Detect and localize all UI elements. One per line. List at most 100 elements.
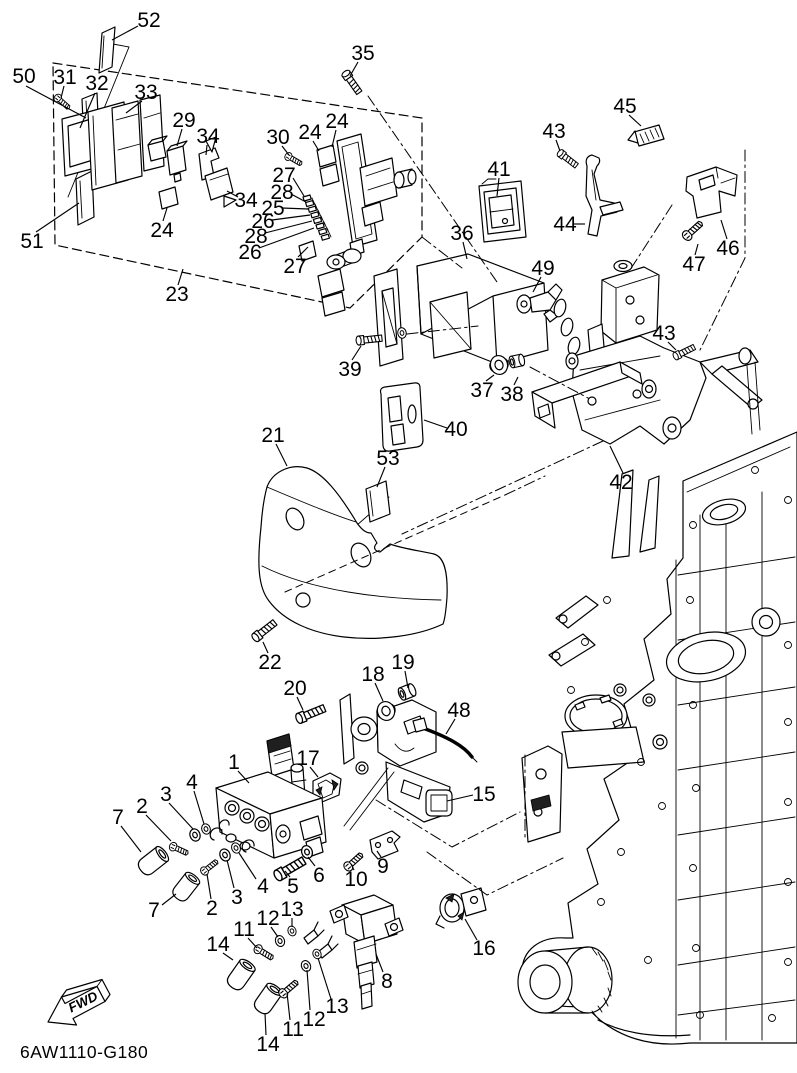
part-34-bracket-b — [204, 167, 237, 208]
part-45-connector — [627, 124, 665, 147]
leader-line-24 — [162, 207, 168, 222]
part-number-label-11: 11 — [282, 1018, 304, 1041]
part-number-label-3: 3 — [231, 886, 243, 909]
part-42-damper-bar — [531, 361, 643, 429]
part-number-label-43: 43 — [542, 120, 565, 143]
part-12-washer-1 — [273, 933, 287, 949]
part-number-label-27: 27 — [272, 164, 295, 187]
leader-line-7 — [161, 893, 177, 906]
part-number-label-41: 41 — [487, 158, 510, 181]
leader-line-26 — [271, 214, 311, 221]
leader-line-13 — [317, 957, 332, 1000]
part-number-label-12: 12 — [256, 907, 279, 930]
part-number-label-13: 13 — [325, 995, 348, 1018]
part-3-washer-2 — [217, 846, 233, 864]
part-number-label-28: 28 — [244, 225, 267, 248]
part-41-switch-panel — [478, 178, 527, 243]
leader-line-1 — [237, 770, 250, 784]
part-8-ignition-coil — [329, 894, 404, 1010]
leader-line-16 — [464, 918, 478, 941]
part-number-label-7: 7 — [148, 899, 160, 922]
leader-line-43 — [667, 341, 677, 351]
part-number-label-6: 6 — [313, 864, 325, 887]
part-number-label-35: 35 — [351, 42, 374, 65]
leader-line-47 — [694, 243, 699, 256]
leader-line-4 — [193, 790, 205, 825]
oil-filter — [517, 946, 613, 1017]
leader-line-27 — [292, 177, 305, 197]
part-24-relay-d — [319, 163, 340, 187]
engine-bolt-holes — [567, 466, 792, 1022]
part-11-screw-2 — [276, 977, 302, 1001]
drawing-code: 6AW1110-G180 — [20, 1042, 148, 1062]
leader-line-11 — [247, 937, 258, 949]
leader-line-4 — [238, 852, 257, 880]
part-number-label-39: 39 — [338, 358, 361, 381]
part-number-label-44: 44 — [553, 213, 577, 236]
leader-line-17 — [309, 766, 319, 778]
part-number-label-48: 48 — [447, 699, 470, 722]
leader-line-18 — [374, 682, 384, 702]
bracket-plate — [565, 335, 707, 445]
part-7-cap-2 — [169, 869, 203, 905]
leader-line-24 — [331, 129, 337, 148]
part-number-label-30: 30 — [266, 126, 289, 149]
part-number-label-26: 26 — [251, 210, 274, 233]
part-number-label-4: 4 — [257, 875, 269, 898]
part-29-relay — [166, 140, 188, 183]
part-number-label-22: 22 — [258, 651, 281, 674]
part-number-label-9: 9 — [377, 855, 389, 878]
part-number-label-24: 24 — [325, 110, 349, 133]
leader-line-50 — [25, 85, 87, 119]
leader-line-31 — [60, 85, 65, 99]
fuse-box — [336, 133, 417, 257]
leader-line-12 — [270, 926, 279, 938]
part-14-cap-2 — [250, 980, 285, 1018]
leader-line-39 — [351, 345, 362, 361]
part-number-label-15: 15 — [472, 783, 495, 806]
part-1-wire-harness-assembly — [215, 733, 327, 859]
part-16-clamp — [435, 887, 487, 929]
part-40-plate — [379, 382, 424, 452]
fuse-terminal-strip-25-26-27-28 — [302, 194, 332, 241]
part-number-label-38: 38 — [500, 383, 523, 406]
bracket-arm-right — [699, 347, 763, 435]
part-3-washer-1 — [187, 826, 203, 844]
engine-side-mount — [521, 745, 563, 843]
electrical-bracket-assembly-23 — [52, 26, 417, 262]
part-27-fuse — [298, 240, 317, 262]
part-49-clip — [516, 283, 563, 323]
part-number-label-7: 7 — [112, 806, 124, 829]
leader-line-52 — [111, 25, 139, 41]
leader-line-46 — [720, 219, 728, 240]
leader-line-3 — [168, 802, 194, 830]
leader-line-40 — [423, 419, 448, 429]
leader-line-19 — [404, 670, 409, 689]
leader-line-51 — [35, 202, 80, 233]
leader-line-3 — [226, 859, 235, 889]
part-number-label-36: 36 — [450, 222, 473, 245]
part-14-cap-1 — [223, 956, 258, 994]
leader-line-29 — [176, 128, 183, 147]
part-22-bolt — [249, 617, 279, 644]
part-number-label-21: 21 — [261, 424, 284, 447]
part-7-cap-1 — [134, 843, 172, 879]
part-number-label-8: 8 — [381, 970, 393, 993]
center-lines — [284, 95, 746, 896]
part-24-relay-c — [316, 144, 337, 168]
part-number-label-45: 45 — [613, 95, 636, 118]
leader-line-34 — [205, 144, 208, 156]
leader-line-45 — [628, 114, 642, 127]
part-number-label-13: 13 — [280, 898, 303, 921]
part-47-screw — [679, 218, 706, 243]
part-number-label-37: 37 — [470, 379, 493, 402]
leader-line-14 — [222, 952, 234, 961]
part-number-label-32: 32 — [85, 72, 108, 95]
part-number-label-53: 53 — [376, 447, 399, 470]
part-number-label-33: 33 — [134, 81, 157, 104]
part-number-label-2: 2 — [206, 897, 218, 920]
leader-line-49 — [532, 276, 542, 293]
leader-line-48 — [445, 718, 456, 735]
